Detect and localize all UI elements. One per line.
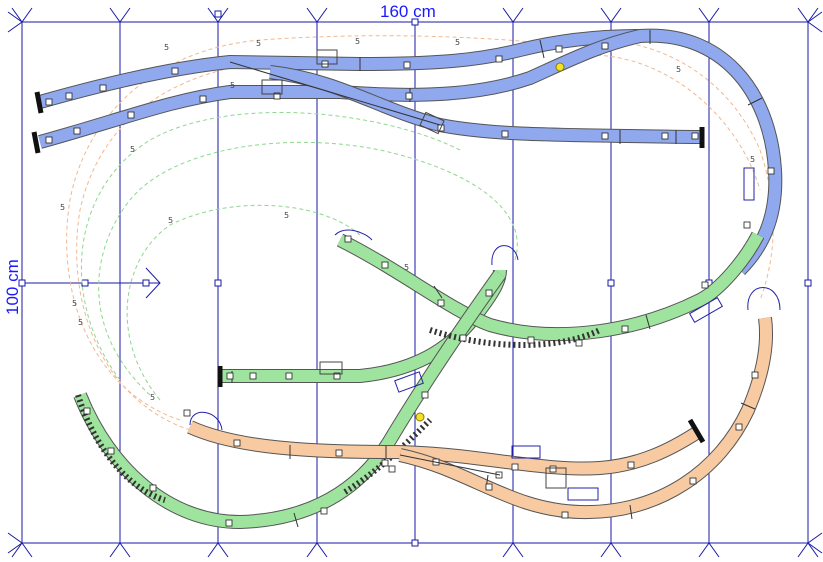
track-blue: [31, 28, 783, 275]
track-green-loop: [74, 270, 505, 529]
piece-label: 5: [750, 155, 755, 164]
piece-labels: 5 5 5 5 5 5 5 5 5 5 5 5 5 5 5: [60, 37, 755, 402]
sensor-blue: [555, 62, 565, 72]
sensor-green: [415, 412, 425, 422]
accessories: [189, 167, 781, 501]
width-label: 160 cm: [380, 2, 436, 21]
track-blue-upper: [38, 30, 641, 108]
piece-label: 5: [130, 145, 135, 154]
piece-label: 5: [455, 38, 460, 47]
piece-label: 5: [256, 39, 261, 48]
track-blue-lower: [38, 29, 782, 275]
piece-label: 5: [404, 263, 409, 272]
track-orange-main: [187, 421, 702, 475]
track-orange: [183, 317, 774, 520]
piece-label: 5: [72, 299, 77, 308]
piece-label: 5: [168, 216, 173, 225]
track-orange-loop: [398, 317, 773, 519]
piece-label: 5: [284, 211, 289, 220]
piece-label: 5: [230, 81, 235, 90]
piece-label: 5: [60, 203, 65, 212]
piece-label: 5: [164, 43, 169, 52]
track-blue-siding: [269, 66, 701, 143]
piece-label: 5: [78, 318, 83, 327]
track-green-main: [337, 232, 764, 341]
guide-lines: [66, 35, 774, 431]
piece-label: 5: [676, 65, 681, 74]
piece-label: 5: [355, 37, 360, 46]
piece-label: 5: [150, 393, 155, 402]
track-green: [73, 231, 765, 530]
height-label: 100 cm: [3, 259, 22, 315]
